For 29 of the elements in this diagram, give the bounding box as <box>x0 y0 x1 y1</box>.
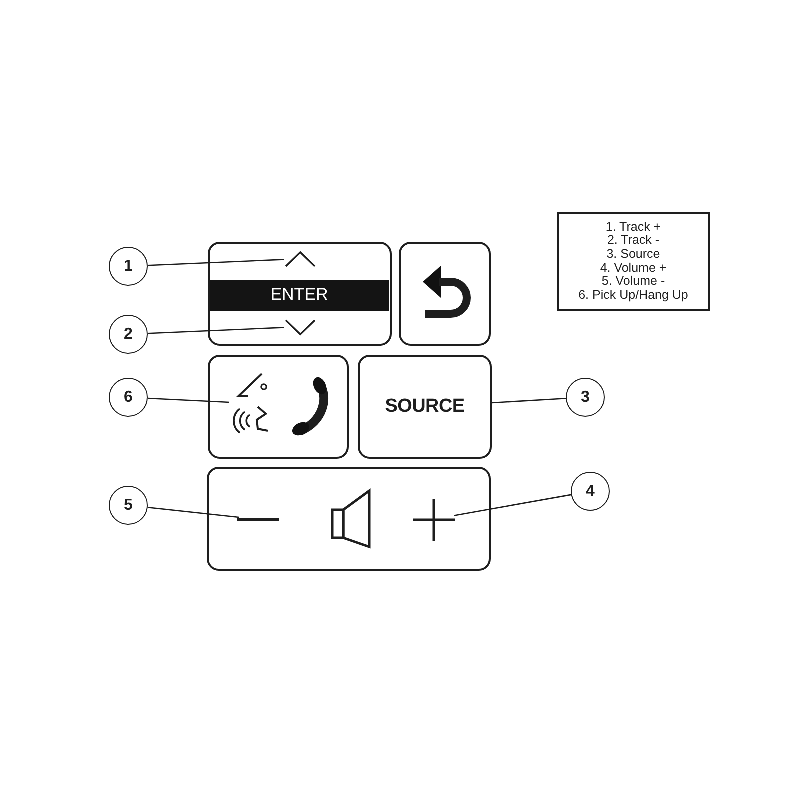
minus-icon <box>236 518 278 522</box>
legend-entry: 6. Pick Up/Hang Up <box>578 288 688 302</box>
navigation-key <box>208 242 392 346</box>
back-button <box>399 242 491 346</box>
legend-entry: 1. Track + <box>606 220 662 234</box>
legend-entry: 4. Volume + <box>600 262 667 276</box>
leader-line <box>148 327 285 334</box>
leader-line <box>148 259 285 266</box>
callout-number: 5 <box>109 486 148 525</box>
call-button <box>208 355 349 459</box>
callout-number: 4 <box>571 472 610 511</box>
callout-number: 6 <box>109 378 148 417</box>
leader-line <box>148 398 230 404</box>
callout-number: 3 <box>566 378 605 417</box>
plus-icon <box>412 498 454 540</box>
up-chevron-icon <box>284 250 316 268</box>
callout-number: 2 <box>109 315 148 354</box>
legend-entry: 5. Volume - <box>602 275 666 289</box>
volume-key <box>207 467 491 571</box>
callout-number: 1 <box>109 247 148 286</box>
legend-entry: 3. Source <box>606 248 660 262</box>
legend-entry: 2. Track - <box>607 234 660 248</box>
leader-line <box>492 398 566 404</box>
legend-box <box>557 212 710 311</box>
leader-line <box>148 506 240 518</box>
down-chevron-icon <box>284 318 316 336</box>
source-button: SOURCE <box>358 355 492 459</box>
enter-key: ENTER <box>210 280 389 310</box>
leader-line <box>454 494 572 516</box>
